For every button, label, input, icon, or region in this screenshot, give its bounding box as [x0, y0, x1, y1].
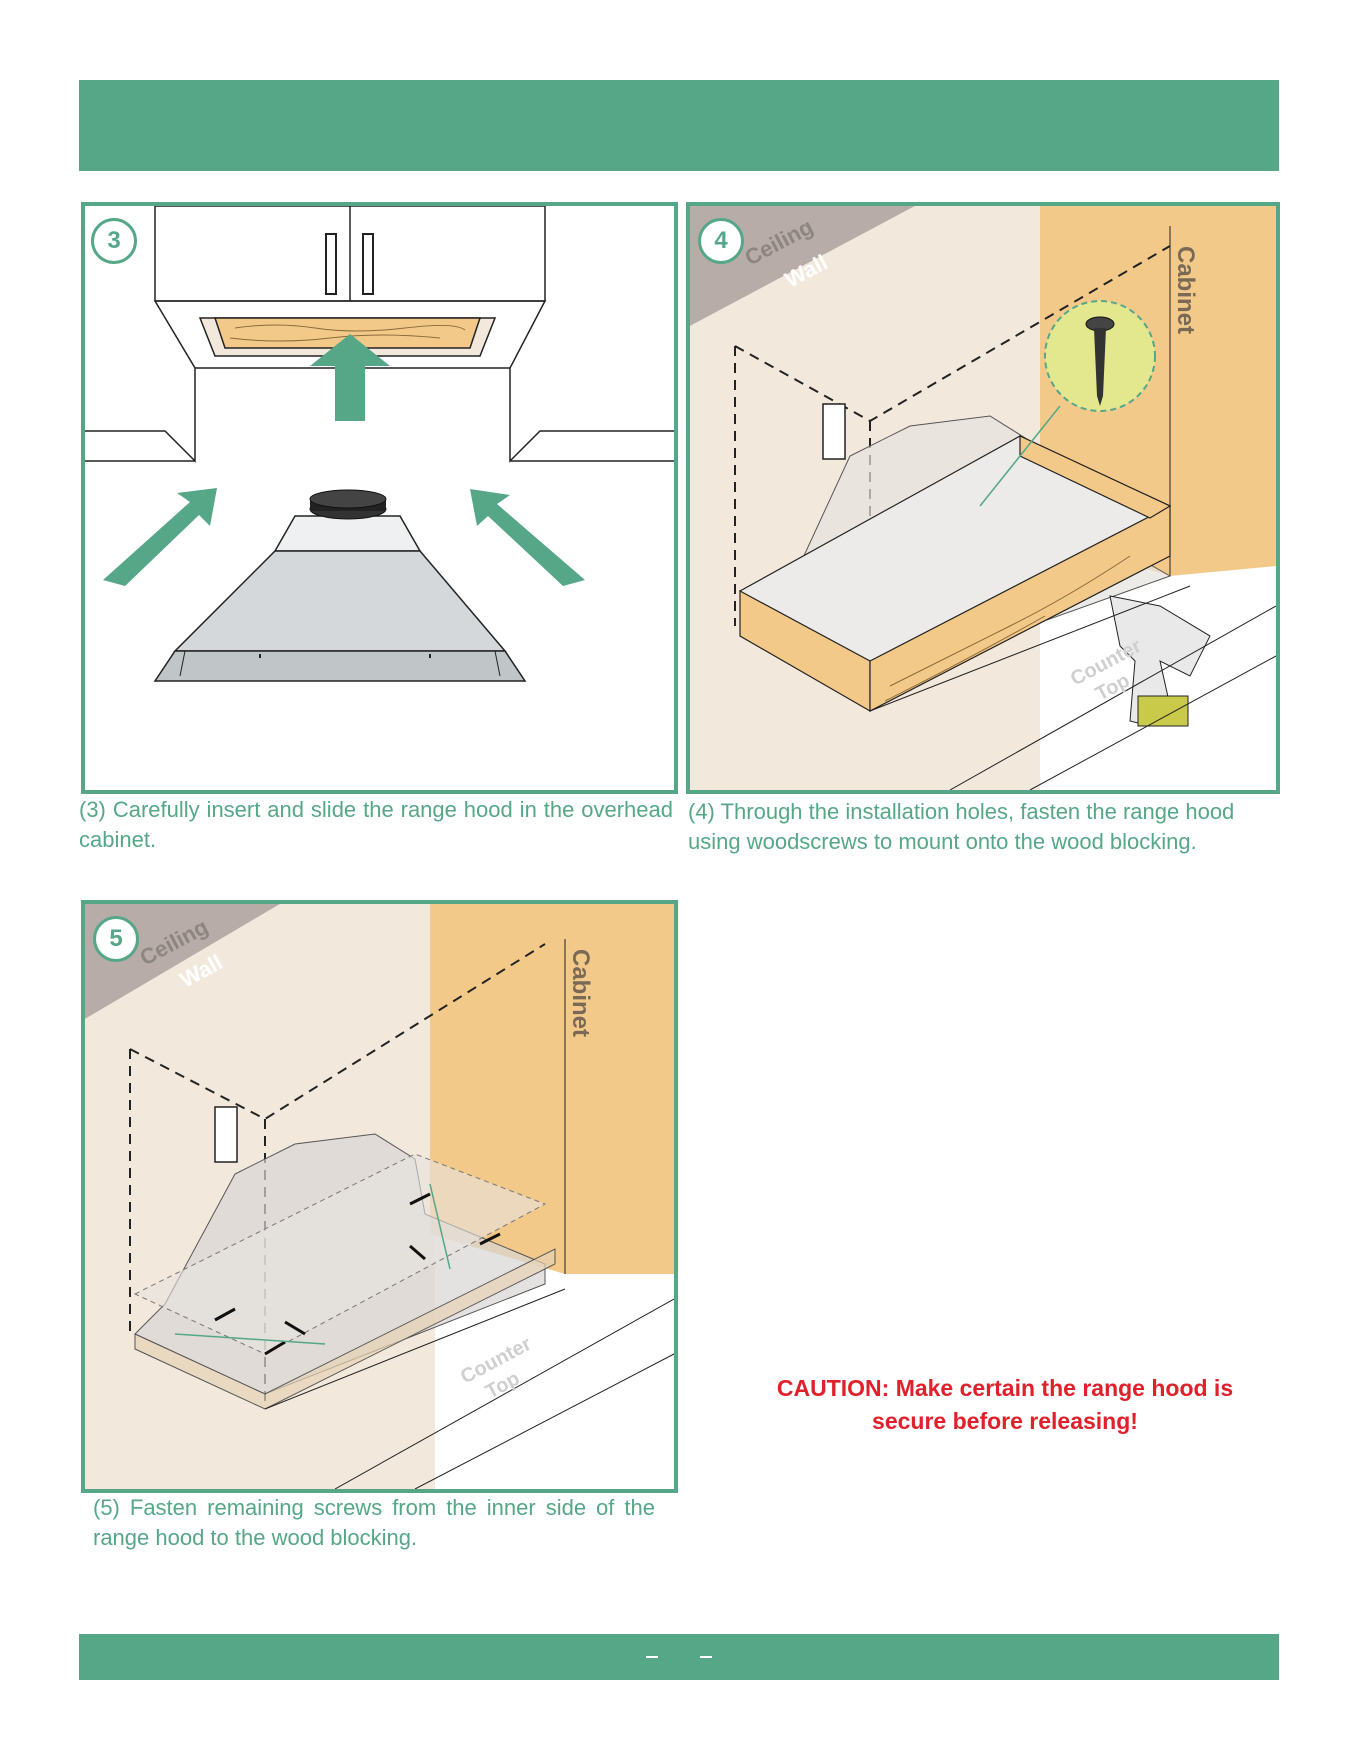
step-4-illustration: Ceiling Wall Cabinet Counter Top 4 [686, 202, 1280, 794]
step-3-caption: (3) Carefully insert and slide the range… [79, 797, 673, 852]
footer-band [79, 1634, 1279, 1680]
step-number-badge: 4 [698, 218, 744, 264]
screw-icon [214, 1307, 236, 1322]
step-3-illustration: 3 [81, 202, 678, 794]
caution-note: CAUTION: Make certain the range hood is … [720, 1372, 1290, 1438]
step-5-drawing: Ceiling Wall Cabinet Counter Top [85, 904, 674, 1489]
step-4-caption: (4) Through the installation holes, fast… [688, 799, 1235, 854]
step-3-drawing [85, 206, 674, 682]
range-hood [173, 550, 507, 652]
caution-line-2: secure before releasing! [872, 1408, 1138, 1434]
left-arrow-icon [103, 488, 217, 586]
up-arrow-icon [310, 334, 390, 421]
caution-line-1: CAUTION: Make certain the range hood is [776, 1375, 1234, 1401]
cabinet-label: Cabinet [567, 949, 594, 1037]
outlet-icon [822, 403, 846, 460]
cabinet-label: Cabinet [1172, 246, 1199, 334]
header-band [79, 80, 1279, 171]
footer-dash-right [700, 1656, 712, 1658]
outlet-icon [214, 1106, 238, 1163]
step-number-badge: 5 [93, 916, 139, 962]
footer-dash-left [646, 1656, 658, 1658]
door-handle-left [325, 233, 337, 295]
cabinet-area [430, 904, 674, 1274]
step-number-badge: 3 [91, 218, 137, 264]
step-5-caption: (5) Fasten remaining screws from the inn… [93, 1495, 655, 1550]
right-arrow-icon [470, 489, 585, 586]
step-5-illustration: Ceiling Wall Cabinet Counter Top 5 [81, 900, 678, 1493]
door-handle-right [362, 233, 374, 295]
screw-icon [1094, 328, 1106, 406]
step-4-drawing: Ceiling Wall Cabinet Counter Top [690, 206, 1276, 790]
